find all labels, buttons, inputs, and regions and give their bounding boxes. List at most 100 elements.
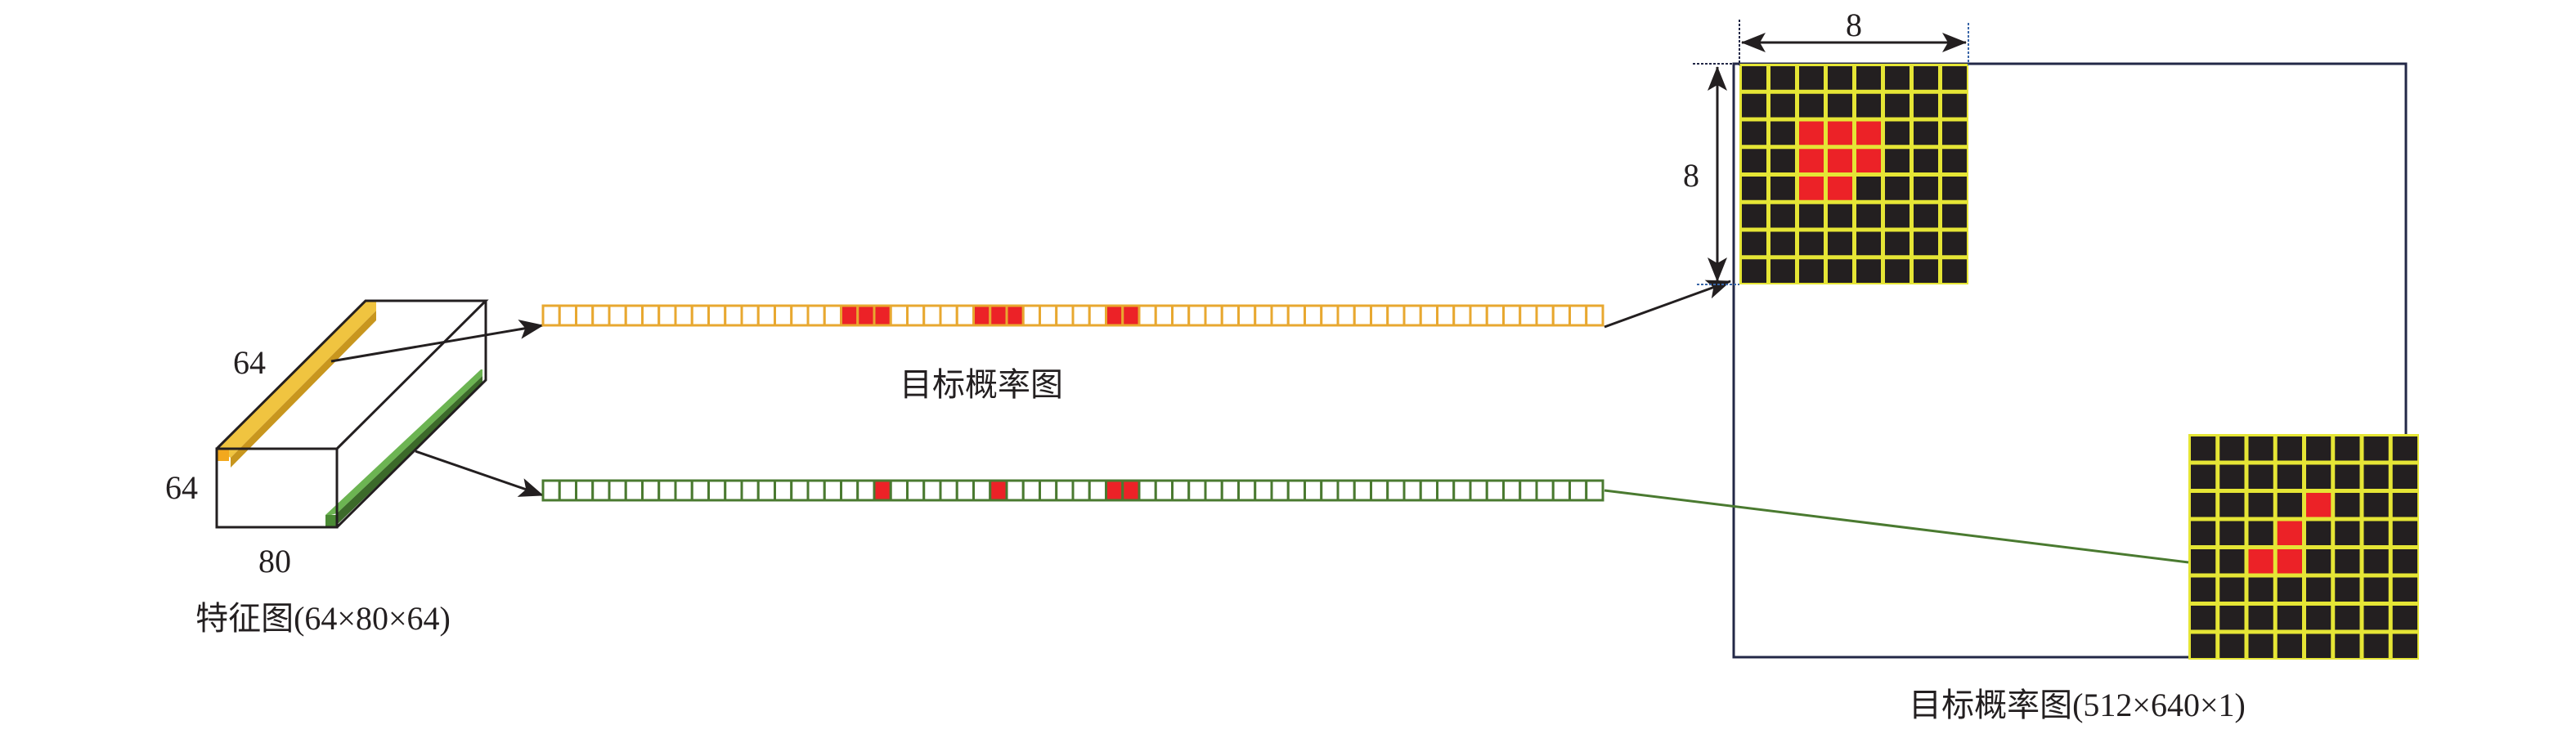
vector-cell [922, 304, 942, 327]
grid-cell [1799, 66, 1824, 90]
block-width-dimension: 8 [1739, 7, 1969, 65]
vector-cell [1436, 304, 1456, 327]
vector-cell [774, 304, 793, 327]
vector-cell [1419, 304, 1438, 327]
arrow-to-yellow-vector [330, 320, 544, 363]
grid-cell [2219, 606, 2245, 630]
vector-cell [939, 304, 958, 327]
green-vector [541, 479, 1604, 502]
output-map-label: 目标概率图(512×640×1) [1909, 687, 2246, 723]
grid-cell [2248, 464, 2273, 489]
grid-cell [1914, 66, 1938, 90]
vector-cell [1171, 304, 1191, 327]
vector-cell [1021, 479, 1041, 502]
grid-cell [1828, 66, 1852, 90]
vector-cell [1469, 479, 1488, 502]
grid-cell [1885, 121, 1910, 145]
grid-cell [1942, 204, 1967, 228]
vector-cell [1286, 479, 1306, 502]
vector-cell [1039, 479, 1058, 502]
vector-cell [1254, 304, 1273, 327]
depth-label: 64 [233, 344, 266, 381]
active-cell [1828, 149, 1852, 172]
grid-cell [2277, 606, 2302, 630]
grid-cell [1885, 259, 1910, 283]
grid-cell [1828, 204, 1852, 228]
vector-cell [724, 479, 743, 502]
grid-cell [2306, 577, 2331, 602]
grid-cell [2363, 436, 2389, 461]
vector-cell [906, 479, 926, 502]
vector-cell [1402, 479, 1422, 502]
vector-cell [1551, 304, 1571, 327]
active-cell [873, 304, 892, 327]
grid-cell [2392, 521, 2417, 545]
vector-cell [1585, 304, 1604, 327]
grid-cell [2191, 436, 2216, 461]
grid-cell [2219, 577, 2245, 602]
grid-cell [2219, 549, 2245, 574]
vector-cell [1187, 304, 1207, 327]
grid-cell [1799, 204, 1824, 228]
vector-cell [823, 304, 842, 327]
grid-cell [1856, 177, 1881, 200]
vector-cell [1353, 479, 1372, 502]
height-label: 64 [165, 469, 198, 506]
active-cell [1105, 479, 1124, 502]
grid-cell [2392, 549, 2417, 574]
vector-cell [756, 304, 776, 327]
grid-cell [1885, 231, 1910, 256]
vector-cell [1138, 479, 1157, 502]
grid-cell [2363, 606, 2389, 630]
vector-cell [575, 479, 595, 502]
vector-cell [1270, 304, 1290, 327]
vector-cell [955, 304, 975, 327]
grid-cell [2335, 577, 2360, 602]
grid-cell [2335, 549, 2360, 574]
vector-cell [1370, 304, 1389, 327]
active-cell [1005, 304, 1025, 327]
active-cell [1105, 304, 1124, 327]
vector-cell [1055, 479, 1075, 502]
green-bar-end [325, 515, 337, 526]
grid-cell [2219, 521, 2245, 545]
vector-cell [1171, 479, 1191, 502]
vector-cell [1452, 479, 1472, 502]
grid-cell [2335, 633, 2360, 658]
grid-cell [1742, 149, 1766, 172]
vector-cell [558, 479, 577, 502]
vector-cell [1204, 304, 1223, 327]
vector-cell [1220, 304, 1240, 327]
active-cell [2277, 521, 2302, 545]
grid-cell [1828, 231, 1852, 256]
vector-cell [1535, 479, 1555, 502]
grid-cell [2191, 521, 2216, 545]
strip-label: 目标概率图 [900, 366, 1063, 403]
vector-cell [657, 304, 677, 327]
vector-cell [856, 479, 876, 502]
grid-cell [1856, 66, 1881, 90]
vector-cell [541, 479, 561, 502]
grid-cell [2191, 633, 2216, 658]
grid-cell [1914, 259, 1938, 283]
vector-cell [690, 304, 710, 327]
vector-cell [1535, 304, 1555, 327]
active-cell [1121, 479, 1141, 502]
vector-cell [955, 479, 975, 502]
grid-cell [2392, 493, 2417, 517]
grid-cell [1885, 93, 1910, 118]
vector-cell [906, 304, 926, 327]
vector-cell [657, 479, 677, 502]
active-cell [1828, 177, 1852, 200]
vector-cell [558, 304, 577, 327]
arrow-to-green-vector [415, 450, 544, 497]
vector-cell [1204, 479, 1223, 502]
active-cell [873, 479, 892, 502]
grid-cell [1942, 259, 1967, 283]
grid-cell [2277, 493, 2302, 517]
vector-cell [641, 304, 661, 327]
vector-cell [674, 304, 693, 327]
vector-cell [608, 479, 627, 502]
grid-cell [2335, 521, 2360, 545]
grid-cell [2335, 464, 2360, 489]
